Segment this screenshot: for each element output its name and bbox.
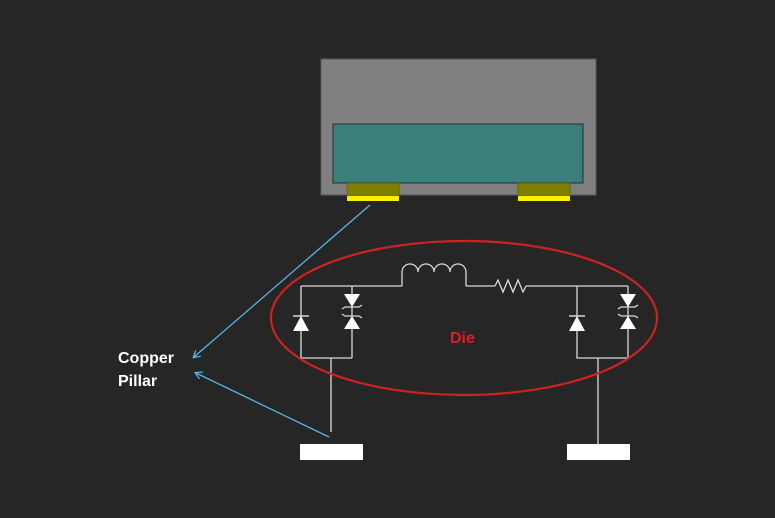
right-wiring — [526, 285, 629, 447]
esd-circuit — [300, 263, 629, 447]
resistor — [494, 278, 527, 294]
diode-right-1 — [569, 315, 585, 331]
copper-pillar-label-line1: Copper — [118, 350, 174, 367]
arrow-from-pillar — [194, 204, 371, 357]
zener-left-2 — [341, 294, 363, 329]
arrow-from-circuit — [196, 373, 330, 438]
left-wiring — [300, 285, 402, 432]
pad-left — [300, 444, 363, 460]
pad-right — [567, 444, 630, 460]
pillar-pad-left — [347, 196, 399, 201]
die-ellipse — [269, 239, 659, 397]
diode-left-1 — [293, 315, 309, 331]
pillar-pad-right — [518, 196, 570, 201]
die-label: Die — [450, 330, 475, 347]
copper-pillar-right — [517, 182, 571, 197]
copper-pillar-label-line2: Pillar — [118, 373, 157, 390]
inductor — [401, 263, 467, 286]
die-block — [332, 123, 584, 184]
zener-right-2 — [617, 294, 639, 329]
copper-pillar-left — [346, 182, 400, 197]
